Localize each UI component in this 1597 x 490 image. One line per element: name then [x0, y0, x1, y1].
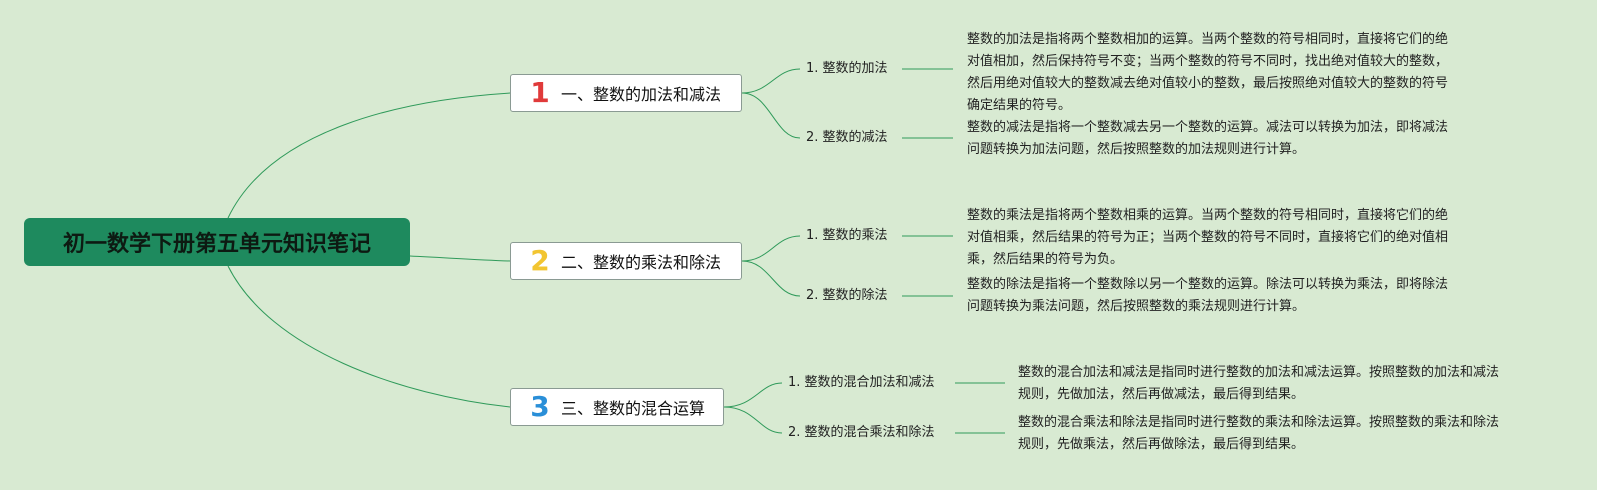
subtopic-3-1[interactable]: 1. 整数的混合加法和减法: [788, 375, 935, 390]
subtopic-1-2[interactable]: 2. 整数的减法: [806, 130, 888, 145]
branch-topic-2[interactable]: 2 二、整数的乘法和除法: [510, 242, 742, 280]
number-badge-3: 3: [530, 390, 550, 423]
description-3-1: 整数的混合加法和减法是指同时进行整数的加法和减法运算。按照整数的加法和减法规则，…: [1018, 365, 1500, 402]
root-topic[interactable]: 初一数学下册第五单元知识笔记: [24, 218, 410, 266]
branch-label-2: 二、整数的乘法和除法: [561, 253, 722, 272]
link-b3-i2: [723, 406, 783, 434]
subtopic-2-1[interactable]: 1. 整数的乘法: [806, 228, 888, 243]
number-badge-2: 2: [530, 244, 550, 277]
link-b1-i1: [741, 68, 801, 94]
branch-topic-3[interactable]: 3 三、整数的混合运算: [510, 388, 724, 426]
root-title: 初一数学下册第五单元知识笔记: [62, 232, 371, 257]
branch-topic-1[interactable]: 1 一、整数的加法和减法: [510, 74, 742, 112]
link-b2-i1: [741, 235, 801, 262]
branch-label-3: 三、整数的混合运算: [561, 399, 706, 418]
subtopic-1-1[interactable]: 1. 整数的加法: [806, 61, 888, 76]
number-badge-1: 1: [530, 76, 550, 109]
description-3-2: 整数的混合乘法和除法是指同时进行整数的乘法和除法运算。按照整数的乘法和除法规则，…: [1018, 415, 1500, 452]
description-2-2: 整数的除法是指将一个整数除以另一个整数的运算。除法可以转换为乘法，即将除法问题转…: [967, 277, 1449, 314]
branch-label-1: 一、整数的加法和减法: [561, 85, 722, 104]
description-1-1: 整数的加法是指将两个整数相加的运算。当两个整数的符号相同时，直接将它们的绝对值相…: [967, 32, 1449, 113]
link-root-branch-3: [227, 265, 511, 408]
link-b1-i2: [741, 92, 801, 139]
link-b3-i1: [723, 382, 783, 408]
description-1-2: 整数的减法是指将一个整数减去另一个整数的运算。减法可以转换为加法，即将减法问题转…: [967, 120, 1449, 157]
link-b2-i2: [741, 260, 801, 297]
link-root-branch-2: [409, 255, 511, 262]
description-2-1: 整数的乘法是指将两个整数相乘的运算。当两个整数的符号相同时，直接将它们的绝对值相…: [967, 208, 1449, 267]
subtopic-3-2[interactable]: 2. 整数的混合乘法和除法: [788, 425, 935, 440]
link-root-branch-1: [227, 92, 511, 219]
subtopic-2-2[interactable]: 2. 整数的除法: [806, 288, 888, 303]
